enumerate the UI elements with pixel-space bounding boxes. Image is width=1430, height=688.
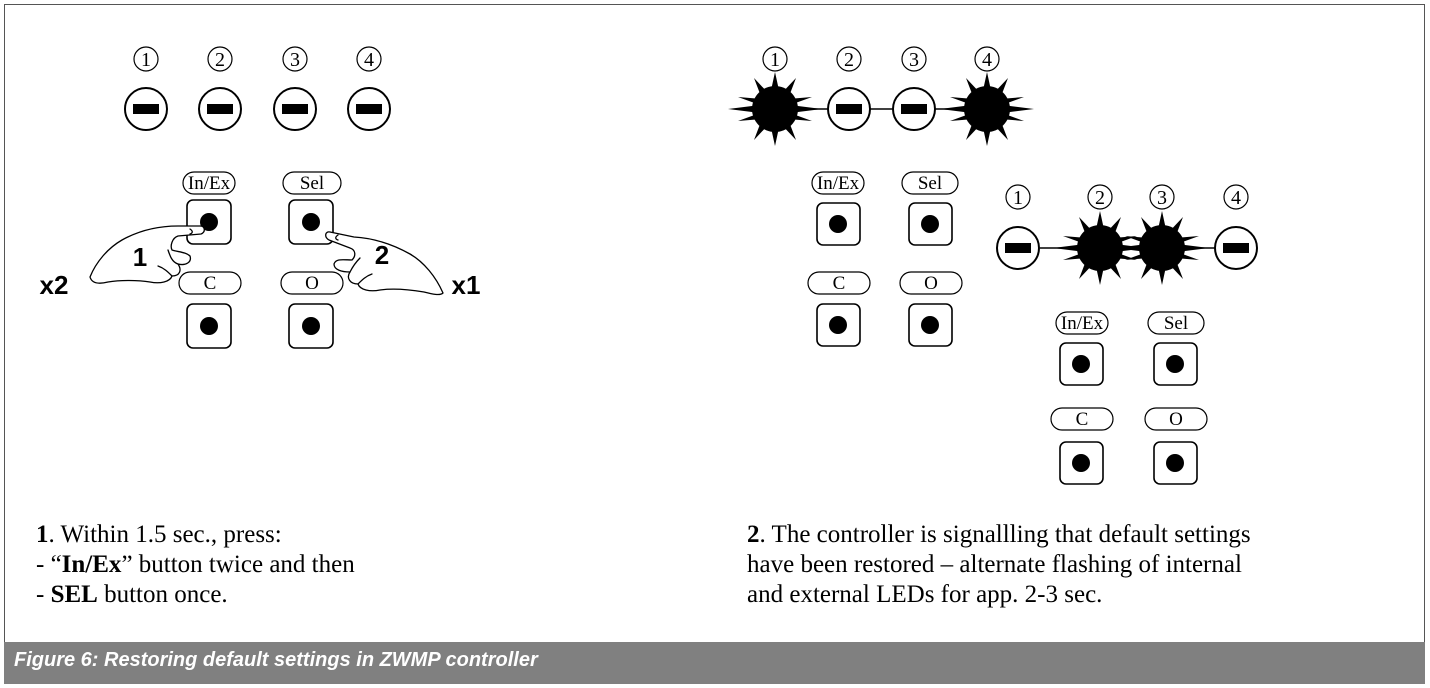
svg-text:O: O bbox=[924, 273, 938, 294]
o-button[interactable] bbox=[288, 303, 334, 349]
led-4-off bbox=[1214, 226, 1258, 270]
led-3-off bbox=[892, 87, 936, 131]
o-label: O bbox=[1144, 407, 1208, 431]
c-label: C bbox=[178, 271, 242, 295]
inex-label: In/Ex bbox=[811, 171, 865, 195]
svg-text:O: O bbox=[1169, 409, 1183, 430]
svg-text:C: C bbox=[1076, 409, 1089, 430]
step-1-line-2: - “In/Ex” button twice and then bbox=[36, 551, 355, 578]
led-3-flashing bbox=[1115, 211, 1209, 285]
right-hand-icon bbox=[325, 231, 444, 296]
step-1-line-3: - SEL button once. bbox=[36, 581, 228, 608]
o-label: O bbox=[280, 271, 344, 295]
svg-text:1: 1 bbox=[1013, 187, 1023, 209]
led-number-1: 1 bbox=[762, 46, 788, 72]
right-panel-state-a: 1 2 3 4 bbox=[728, 46, 1034, 347]
figure-caption-bar: Figure 6: Restoring default settings in … bbox=[4, 642, 1425, 684]
left-panel: 1 2 3 4 bbox=[40, 46, 481, 349]
inex-label: In/Ex bbox=[182, 171, 236, 195]
sel-button[interactable] bbox=[1153, 342, 1198, 386]
svg-text:3: 3 bbox=[290, 49, 300, 71]
step-1-description: 1. Within 1.5 sec., press: - “In/Ex” but… bbox=[36, 520, 355, 610]
inex-button[interactable] bbox=[816, 202, 861, 246]
step-2-line-2: have been restored – alternate flashing … bbox=[747, 551, 1242, 578]
led-1-off bbox=[996, 226, 1040, 270]
step-1-line-1: 1. Within 1.5 sec., press: bbox=[36, 521, 282, 548]
step-2-line-1: 2. The controller is signallling that de… bbox=[747, 521, 1251, 548]
led-number-4: 4 bbox=[974, 46, 1000, 72]
svg-text:C: C bbox=[833, 273, 846, 294]
svg-text:1: 1 bbox=[770, 49, 780, 71]
sel-label: Sel bbox=[1147, 311, 1205, 335]
led-number-1: 1 bbox=[133, 46, 159, 72]
svg-text:4: 4 bbox=[1231, 187, 1241, 209]
step-2-line-3: and external LEDs for app. 2-3 sec. bbox=[747, 581, 1103, 608]
svg-text:3: 3 bbox=[1157, 187, 1167, 209]
svg-text:4: 4 bbox=[364, 49, 374, 71]
svg-text:In/Ex: In/Ex bbox=[188, 173, 231, 194]
svg-text:Sel: Sel bbox=[300, 173, 324, 194]
svg-text:1: 1 bbox=[141, 49, 151, 71]
c-button[interactable] bbox=[186, 303, 232, 349]
hand-step-1: 1 bbox=[133, 242, 147, 272]
led-number-1: 1 bbox=[1005, 184, 1031, 210]
led-2-flashing bbox=[1053, 211, 1147, 285]
led-number-4: 4 bbox=[1223, 184, 1249, 210]
inex-button[interactable] bbox=[186, 199, 232, 245]
step-2-description: 2. The controller is signallling that de… bbox=[747, 520, 1251, 610]
left-hand-icon bbox=[89, 225, 205, 284]
led-number-4: 4 bbox=[356, 46, 382, 72]
c-label: C bbox=[807, 271, 871, 295]
hand-step-2: 2 bbox=[375, 240, 389, 270]
right-panel-state-b: 1 2 3 4 bbox=[996, 184, 1258, 485]
led-2-off bbox=[827, 87, 871, 131]
svg-text:In/Ex: In/Ex bbox=[1061, 313, 1104, 334]
inex-label: In/Ex bbox=[1055, 311, 1109, 335]
led-1-off bbox=[124, 87, 168, 131]
svg-text:3: 3 bbox=[909, 49, 919, 71]
c-button[interactable] bbox=[816, 303, 861, 347]
c-button[interactable] bbox=[1059, 441, 1104, 485]
figure-caption: Figure 6: Restoring default settings in … bbox=[14, 649, 538, 671]
press-count-x2: x2 bbox=[40, 270, 69, 300]
led-2-off bbox=[198, 87, 242, 131]
svg-text:O: O bbox=[305, 273, 319, 294]
sel-button[interactable] bbox=[908, 202, 953, 246]
svg-text:4: 4 bbox=[982, 49, 992, 71]
sel-button[interactable] bbox=[288, 199, 334, 245]
led-4-off bbox=[347, 87, 391, 131]
led-number-2: 2 bbox=[1087, 184, 1113, 210]
led-number-2: 2 bbox=[836, 46, 862, 72]
led-number-3: 3 bbox=[901, 46, 927, 72]
led-number-2: 2 bbox=[207, 46, 233, 72]
svg-text:2: 2 bbox=[215, 49, 225, 71]
svg-text:Sel: Sel bbox=[1164, 313, 1188, 334]
led-4-flashing bbox=[940, 72, 1034, 146]
sel-label: Sel bbox=[901, 171, 959, 195]
o-button[interactable] bbox=[1153, 441, 1198, 485]
svg-text:Sel: Sel bbox=[918, 173, 942, 194]
svg-text:C: C bbox=[204, 273, 217, 294]
led-3-off bbox=[273, 87, 317, 131]
led-number-3: 3 bbox=[282, 46, 308, 72]
press-count-x1: x1 bbox=[452, 270, 481, 300]
led-1-flashing bbox=[728, 72, 822, 146]
inex-button[interactable] bbox=[1059, 342, 1104, 386]
led-number-3: 3 bbox=[1149, 184, 1175, 210]
svg-text:In/Ex: In/Ex bbox=[817, 173, 860, 194]
svg-text:2: 2 bbox=[844, 49, 854, 71]
c-label: C bbox=[1050, 407, 1114, 431]
svg-text:2: 2 bbox=[1095, 187, 1105, 209]
o-button[interactable] bbox=[908, 303, 953, 347]
o-label: O bbox=[899, 271, 963, 295]
sel-label: Sel bbox=[282, 171, 342, 195]
